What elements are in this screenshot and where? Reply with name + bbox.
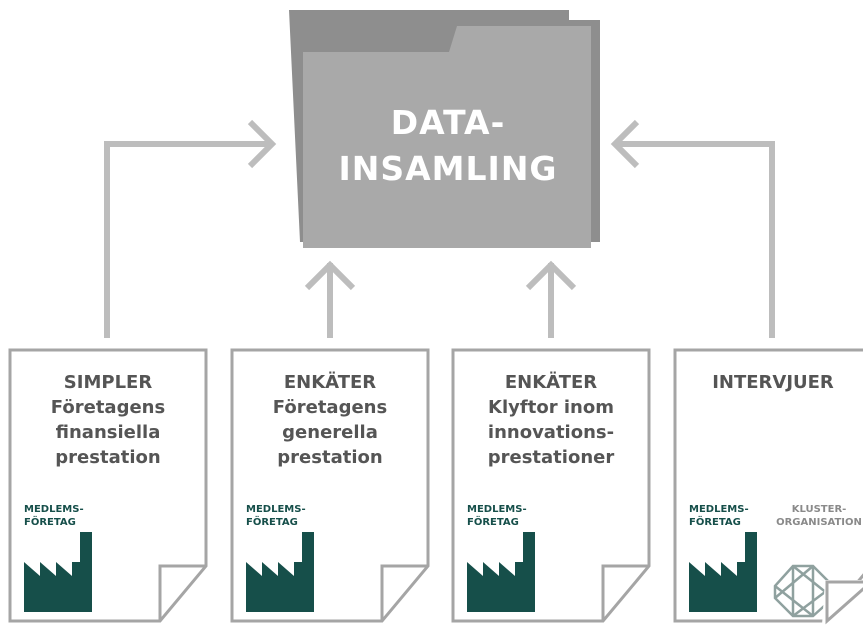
center-title: DATA- INSAMLING: [303, 100, 593, 192]
card-heading: ENKÄTER: [283, 372, 377, 393]
arrow-from-intervjuer: [610, 119, 775, 338]
card-line: prestation: [277, 447, 383, 468]
badge-line: MEDLEMS-: [689, 504, 749, 515]
badge-line: FÖRETAG: [689, 517, 741, 528]
arrow-from-simpler: [104, 119, 277, 338]
badge-line: KLUSTER-: [791, 504, 847, 515]
card-line: prestationer: [487, 447, 615, 468]
card-heading: INTERVJUER: [712, 372, 834, 393]
card-line: finansiella: [55, 422, 161, 443]
factory-icon: [689, 532, 757, 612]
badge-medlemsforetag: MEDLEMS- FÖRETAG: [24, 503, 84, 529]
factory-icon: [24, 532, 92, 612]
card-line: generella: [282, 422, 378, 443]
factory-icon: [467, 532, 535, 612]
arrows: [104, 119, 775, 338]
badge-line: MEDLEMS-: [467, 504, 527, 515]
card-line: Företagens: [272, 397, 388, 418]
page-fold-corner: [822, 580, 863, 625]
badge-medlemsforetag: MEDLEMS- FÖRETAG: [689, 503, 749, 529]
arrow-from-enkater-1: [304, 260, 356, 338]
badge-medlemsforetag: MEDLEMS- FÖRETAG: [246, 503, 306, 529]
card-text-simpler: SIMPLER Företagens finansiella prestatio…: [2, 370, 214, 470]
card-enkater-klyftor: [451, 348, 651, 623]
card-line: Företagens: [50, 397, 166, 418]
folder-front: [303, 26, 591, 248]
badge-line: FÖRETAG: [467, 517, 519, 528]
card-line: Klyftor inom: [488, 397, 614, 418]
arrow-from-enkater-2: [525, 260, 577, 338]
card-line: prestation: [55, 447, 161, 468]
card-heading: SIMPLER: [63, 372, 153, 393]
folder-icon: [289, 10, 600, 248]
card-enkater-generella: [230, 348, 430, 623]
factory-icon: [246, 532, 314, 612]
badge-line: MEDLEMS-: [246, 504, 306, 515]
badge-line: MEDLEMS-: [24, 504, 84, 515]
badge-medlemsforetag: MEDLEMS- FÖRETAG: [467, 503, 527, 529]
center-title-line2: INSAMLING: [338, 149, 558, 188]
badge-line: FÖRETAG: [246, 517, 298, 528]
card-simpler: [8, 348, 208, 623]
card-line: innovations-: [487, 422, 615, 443]
badge-klusterorganisation: KLUSTER- ORGANISATION: [776, 503, 862, 529]
badge-line: FÖRETAG: [24, 517, 76, 528]
card-heading: ENKÄTER: [504, 372, 598, 393]
card-text-enkater-klyftor: ENKÄTER Klyftor inom innovations- presta…: [445, 370, 657, 470]
badge-line: ORGANISATION: [776, 517, 862, 528]
center-title-line1: DATA-: [390, 103, 506, 142]
card-text-enkater-generella: ENKÄTER Företagens generella prestation: [224, 370, 436, 470]
card-text-intervjuer: INTERVJUER: [667, 370, 863, 395]
